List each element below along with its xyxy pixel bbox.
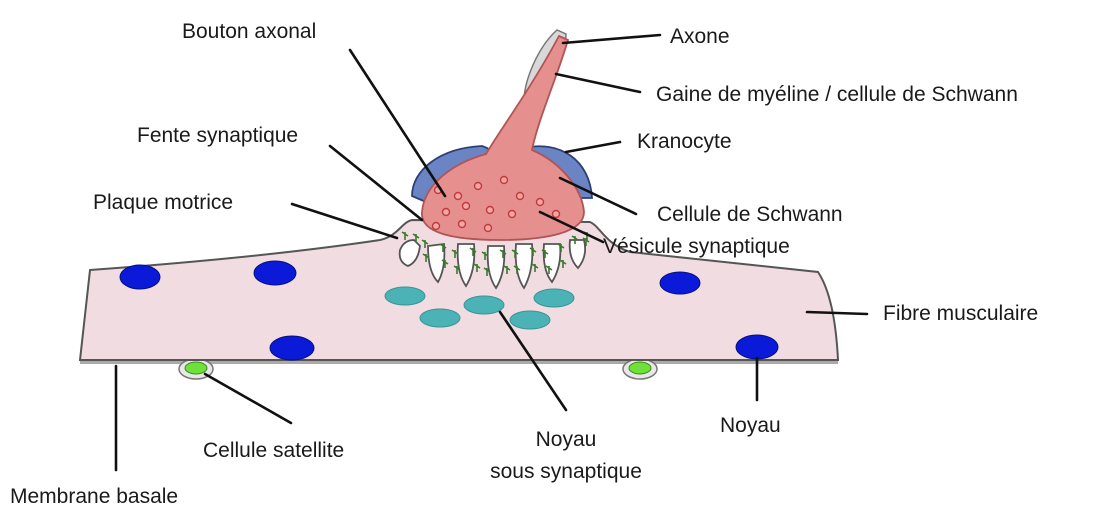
leader-plaque xyxy=(292,204,397,238)
leader-satellite xyxy=(205,374,291,423)
label-cellule-satellite: Cellule satellite xyxy=(203,439,344,462)
leader-kranocyte xyxy=(566,142,620,152)
label-fibre-musculaire: Fibre musculaire xyxy=(883,302,1038,325)
leader-axone xyxy=(563,35,660,43)
label-cellule-schwann: Cellule de Schwann xyxy=(657,203,843,226)
label-noyau-sous-synaptique-line1: Noyau xyxy=(536,428,597,451)
label-gaine-myeline: Gaine de myéline / cellule de Schwann xyxy=(656,83,1018,106)
label-fente-synaptique: Fente synaptique xyxy=(137,124,298,147)
label-kranocyte: Kranocyte xyxy=(637,130,732,153)
satellite-cell-right xyxy=(623,359,657,379)
leader-gaine xyxy=(556,74,640,92)
label-plaque-motrice: Plaque motrice xyxy=(93,191,233,214)
label-bouton-axonal: Bouton axonal xyxy=(182,20,316,43)
label-membrane-basale: Membrane basale xyxy=(10,485,178,508)
label-axone: Axone xyxy=(670,25,730,48)
label-noyau-sous-synaptique-line2: sous synaptique xyxy=(490,460,642,483)
label-vesicule-synaptique: Vésicule synaptique xyxy=(603,235,790,258)
label-noyau: Noyau xyxy=(720,414,781,437)
leader-fente xyxy=(330,146,422,220)
